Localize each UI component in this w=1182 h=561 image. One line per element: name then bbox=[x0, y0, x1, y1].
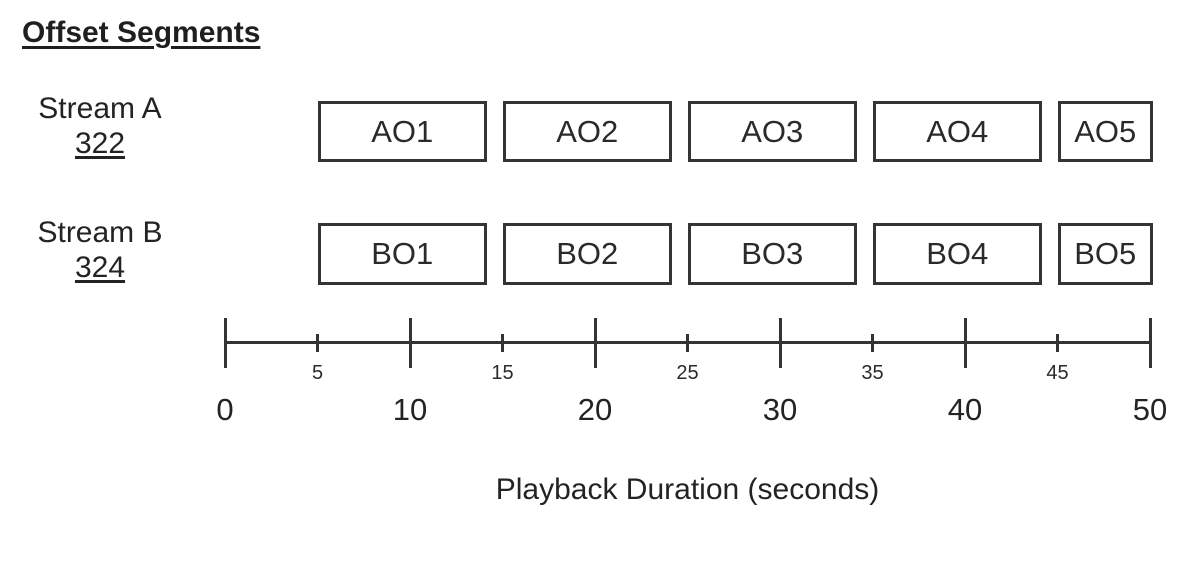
axis-minor-tick-25 bbox=[686, 334, 689, 352]
axis-major-label-0: 0 bbox=[216, 392, 234, 427]
segment-box-bo1: BO1 bbox=[317, 223, 487, 285]
segment-box-ao3: AO3 bbox=[687, 101, 857, 162]
axis-major-label-50: 50 bbox=[1132, 392, 1168, 427]
axis-major-label-30: 30 bbox=[762, 392, 798, 427]
stream-name: Stream B bbox=[37, 216, 163, 249]
segment-box-ao2: AO2 bbox=[502, 101, 672, 162]
stream-name: Stream A bbox=[38, 92, 162, 125]
axis-minor-label-15: 15 bbox=[491, 362, 514, 384]
axis-major-tick-50 bbox=[1148, 318, 1152, 368]
stream-ref-number: 322 bbox=[74, 126, 126, 160]
axis-major-tick-20 bbox=[593, 318, 597, 368]
axis-minor-label-25: 25 bbox=[676, 362, 699, 384]
segment-box-bo5: BO5 bbox=[1057, 223, 1153, 285]
axis-minor-tick-35 bbox=[871, 334, 874, 352]
axis-major-label-40: 40 bbox=[947, 392, 983, 427]
segment-box-bo2: BO2 bbox=[502, 223, 672, 285]
axis-major-tick-0 bbox=[223, 318, 227, 368]
segment-box-bo3: BO3 bbox=[687, 223, 857, 285]
segment-box-ao4: AO4 bbox=[872, 101, 1042, 162]
axis-minor-tick-5 bbox=[316, 334, 319, 352]
axis-major-label-10: 10 bbox=[392, 392, 428, 427]
axis-minor-label-5: 5 bbox=[311, 362, 324, 384]
segment-box-ao5: AO5 bbox=[1057, 101, 1153, 162]
axis-minor-tick-45 bbox=[1056, 334, 1059, 352]
stream-ref-number: 324 bbox=[74, 250, 126, 284]
axis-major-label-20: 20 bbox=[577, 392, 613, 427]
axis-title: Playback Duration (seconds) bbox=[495, 473, 880, 506]
segment-box-ao1: AO1 bbox=[317, 101, 487, 162]
axis-major-tick-30 bbox=[778, 318, 782, 368]
segment-box-bo4: BO4 bbox=[872, 223, 1042, 285]
axis-major-tick-40 bbox=[963, 318, 967, 368]
axis-minor-tick-15 bbox=[501, 334, 504, 352]
axis-minor-label-35: 35 bbox=[861, 362, 884, 384]
axis-minor-label-45: 45 bbox=[1046, 362, 1069, 384]
figure-title: Offset Segments bbox=[22, 16, 261, 49]
axis-major-tick-10 bbox=[408, 318, 412, 368]
